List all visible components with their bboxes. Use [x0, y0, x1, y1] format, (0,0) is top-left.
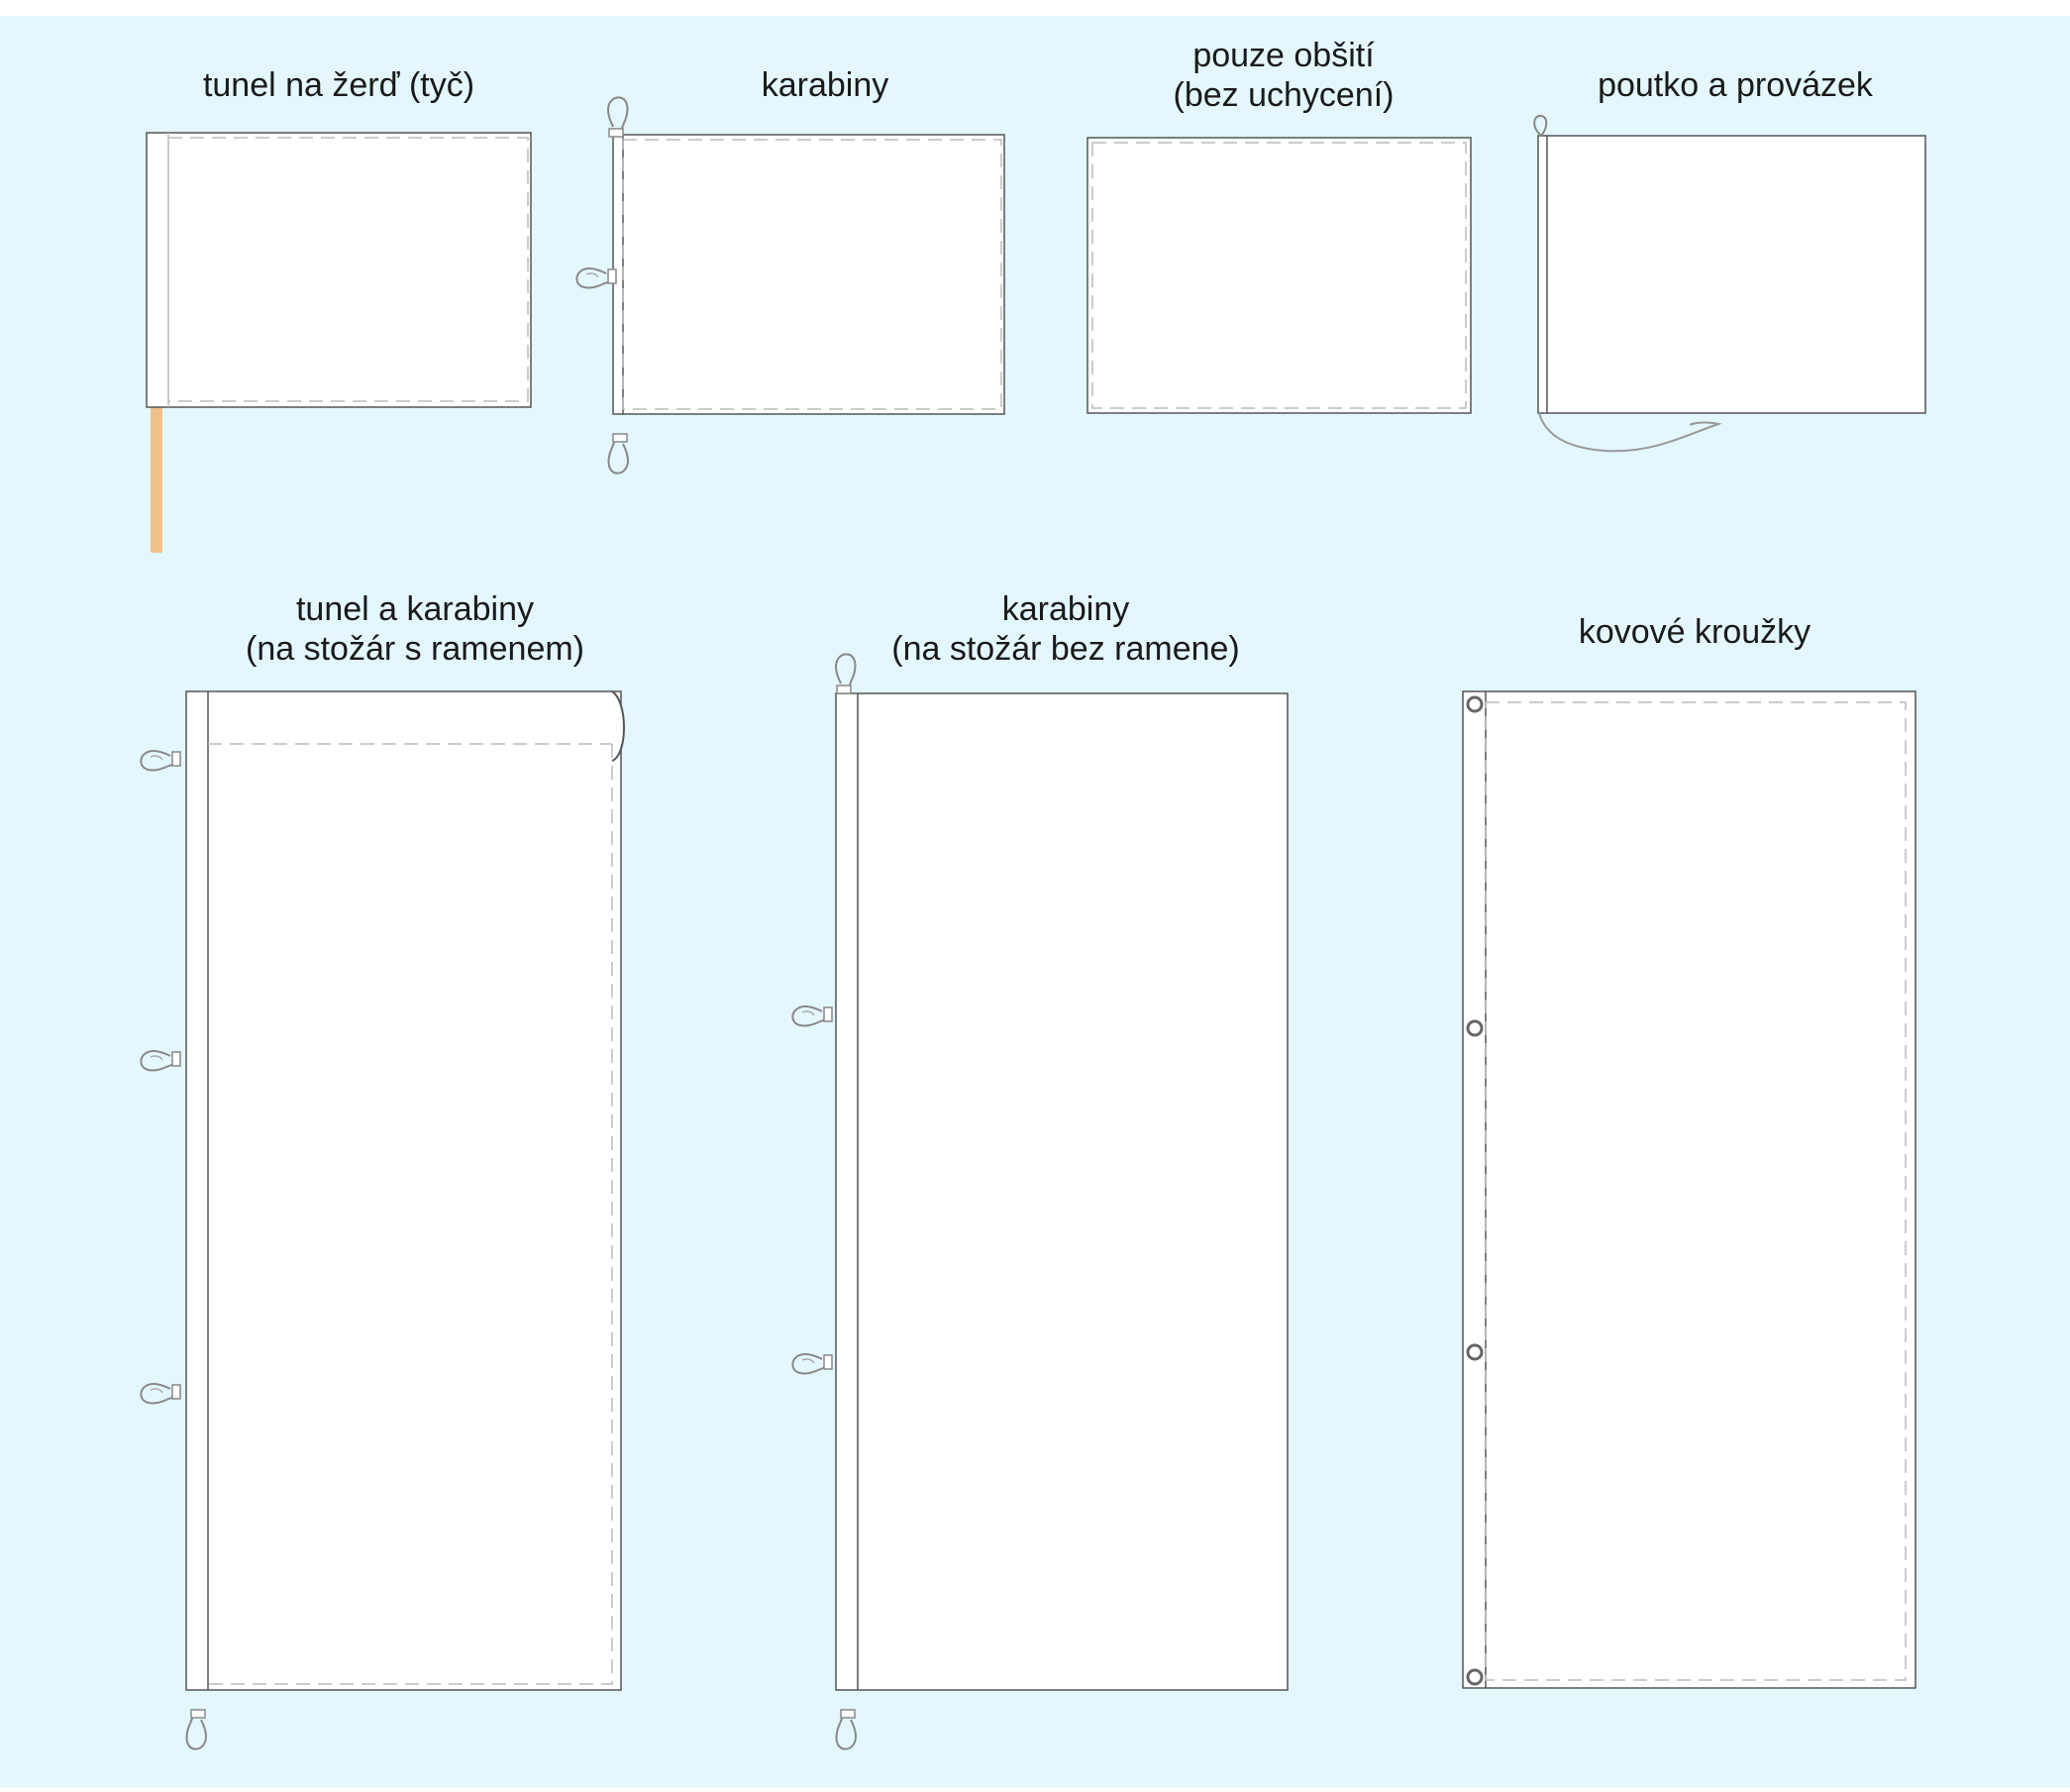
carabiner-icon — [791, 1005, 833, 1027]
flag-body — [185, 690, 622, 1691]
hem-seam — [1091, 142, 1467, 409]
flag-body — [1087, 137, 1472, 414]
label-carabiners-mast: karabiny (na stožár bez ramene) — [868, 589, 1264, 669]
carabiner-icon — [575, 267, 617, 289]
grommet-icon — [1466, 1343, 1484, 1361]
flag-loop-and-cord — [1533, 114, 1926, 453]
flag-body — [612, 134, 1005, 415]
label-metal-grommets: kovové kroužky — [1578, 613, 1811, 651]
flag-body — [835, 692, 1289, 1691]
carabiner-icon — [607, 433, 629, 474]
flag-body — [1537, 135, 1926, 414]
flag-carabiners-mast — [791, 653, 1289, 1750]
label-carabiners-mast-line2: (na stožár bez ramene) — [891, 630, 1240, 668]
carabiner-icon — [140, 1383, 181, 1405]
flag-metal-grommets — [1462, 690, 1916, 1689]
carabiner-icon — [607, 96, 629, 138]
grommet-icon — [1466, 1019, 1484, 1037]
hem-seam — [1485, 701, 1907, 1681]
hem-seam — [168, 137, 529, 402]
loop-icon — [1533, 114, 1548, 137]
carabiner-icon — [791, 1353, 833, 1375]
carabiner-icon — [185, 1709, 207, 1750]
label-carabiners: karabiny — [761, 66, 889, 104]
hem-seam — [208, 744, 613, 1685]
label-pole-tunnel: tunel na žerď (tyč) — [202, 66, 475, 104]
label-tunnel-and-carabiners-line1: tunel a karabiny — [295, 590, 535, 628]
label-hem-only-line2: (bez uchycení) — [1173, 76, 1395, 114]
grommet-icon — [1466, 1668, 1484, 1686]
flag-carabiners — [575, 96, 1005, 474]
flag-tunnel-and-carabiners — [140, 690, 625, 1750]
hem-seam — [622, 139, 1002, 410]
cord-icon — [1538, 412, 1722, 453]
label-tunnel-and-carabiners: tunel a karabiny (na stožár s ramenem) — [217, 589, 613, 669]
flag-hem-only — [1087, 137, 1472, 414]
carabiner-icon — [140, 750, 181, 772]
label-carabiners-mast-line1: karabiny — [1001, 590, 1130, 628]
label-loop-and-cord: poutko a provázek — [1598, 66, 1873, 104]
carabiner-icon — [140, 1050, 181, 1072]
label-tunnel-and-carabiners-line2: (na stožár s ramenem) — [246, 630, 584, 668]
label-hem-only: pouze obšití (bez uchycení) — [1086, 36, 1482, 115]
carabiner-icon — [835, 653, 857, 694]
flag-pole-tunnel — [146, 132, 532, 553]
flag-body — [146, 132, 532, 408]
label-hem-only-line1: pouze obšití — [1192, 37, 1375, 74]
carabiner-icon — [835, 1709, 857, 1750]
grommet-icon — [1466, 695, 1484, 713]
flag-body — [1462, 690, 1916, 1689]
top-tunnel — [611, 690, 625, 762]
pole-icon — [151, 404, 162, 553]
